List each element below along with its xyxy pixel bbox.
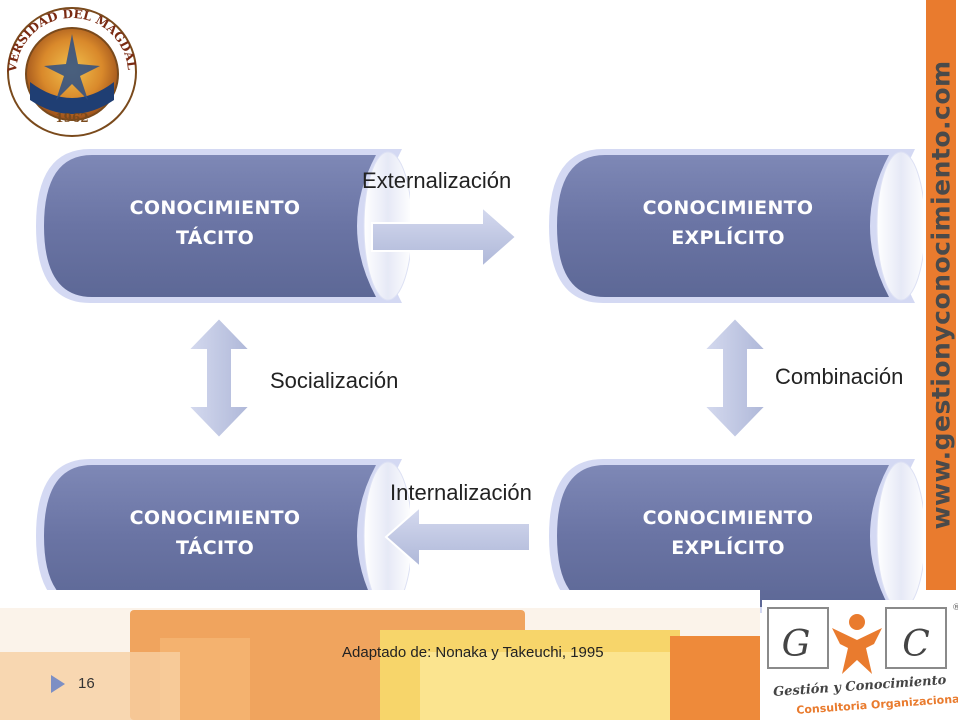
tacit-knowledge-box-bottom: CONOCIMIENTO TÁCITO: [30, 455, 413, 617]
svg-text:C: C: [902, 624, 930, 665]
tab-shape: [36, 459, 413, 613]
tab-title-line2: EXPLÍCITO: [671, 227, 785, 249]
side-bar: [926, 0, 956, 590]
website-url: www.gestionyconocimiento.com: [926, 60, 956, 530]
tab-title-line1: CONOCIMIENTO: [642, 507, 814, 529]
vertical-double-arrow-icon: [186, 316, 252, 440]
bottom-decoration: [0, 590, 760, 720]
svg-text:G: G: [782, 624, 811, 665]
tab-title-line1: CONOCIMIENTO: [129, 197, 301, 219]
page-number: 16: [78, 675, 95, 692]
explicit-knowledge-box-top: CONOCIMIENTO EXPLÍCITO: [543, 145, 926, 307]
socialization-label: Socialización: [270, 368, 399, 393]
tab-title-line1: CONOCIMIENTO: [642, 197, 814, 219]
gestion-conocimiento-logo: G C ® Gestión y Conocimiento Consultoria…: [762, 600, 958, 716]
internalization-label: Internalización: [390, 480, 532, 505]
tab-title-line1: CONOCIMIENTO: [129, 507, 301, 529]
combination-label: Combinación: [775, 364, 904, 389]
source-caption: Adaptado de: Nonaka y Takeuchi, 1995: [342, 644, 604, 661]
tacit-knowledge-box-top: CONOCIMIENTO TÁCITO: [30, 145, 413, 307]
tab-title-line2: TÁCITO: [175, 227, 255, 249]
play-triangle-icon: [51, 675, 65, 693]
svg-text:®: ®: [952, 603, 958, 613]
tab-title-line2: TÁCITO: [175, 537, 255, 559]
university-seal-logo: 1962 UNIVERSIDAD DEL MAGDALENA: [4, 4, 139, 137]
right-arrow-icon: [371, 205, 518, 269]
vertical-double-arrow-icon: [702, 316, 768, 440]
tab-shape: [549, 459, 926, 613]
tab-shape: [36, 149, 413, 303]
tab-shape: [549, 149, 926, 303]
left-arrow-icon: [384, 505, 531, 569]
tab-title-line2: EXPLÍCITO: [671, 537, 785, 559]
explicit-knowledge-box-bottom: CONOCIMIENTO EXPLÍCITO: [543, 455, 926, 617]
svg-text:1962: 1962: [55, 111, 88, 125]
externalization-label: Externalización: [362, 168, 512, 193]
